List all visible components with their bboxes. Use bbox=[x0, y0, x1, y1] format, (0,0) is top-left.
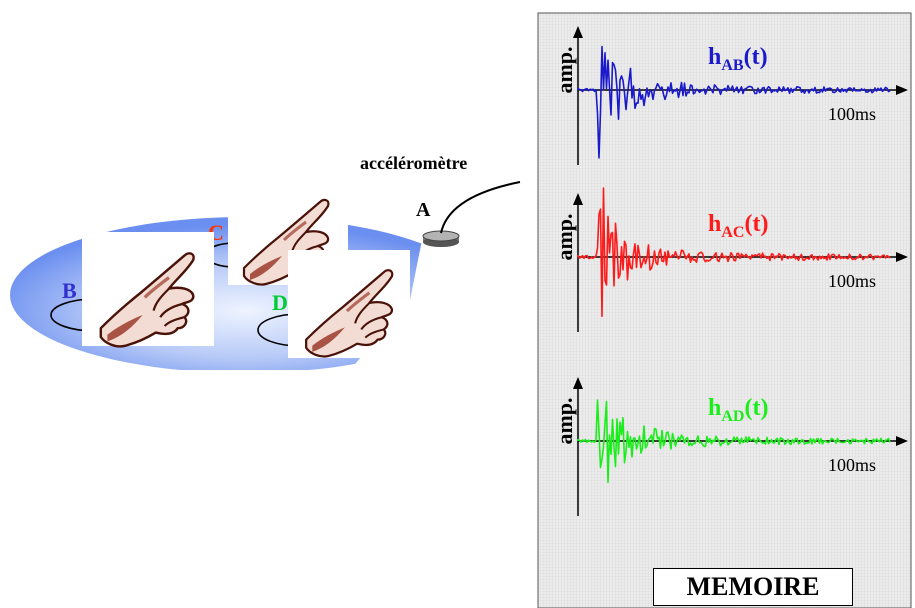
y-axis-label: amp. bbox=[552, 213, 577, 260]
y-axis-arrow bbox=[573, 377, 583, 389]
memory-panel bbox=[537, 12, 912, 608]
response-signal bbox=[577, 45, 891, 159]
hand-image-b bbox=[82, 232, 214, 349]
x-axis-label: 100ms bbox=[828, 104, 876, 124]
response-plot-ac: amp. 100ms hAC(t) bbox=[552, 187, 908, 332]
memory-plots: amp. 100ms hAB(t) amp. 100ms hAC(t) amp. 100ms h… bbox=[552, 26, 908, 516]
response-signal bbox=[577, 187, 891, 317]
x-axis-arrow bbox=[896, 436, 908, 446]
sensor-point-label: A bbox=[416, 199, 431, 221]
point-label-b: B bbox=[62, 278, 77, 303]
y-axis-arrow bbox=[573, 26, 583, 38]
x-axis-label: 100ms bbox=[828, 455, 876, 475]
x-axis-arrow bbox=[896, 85, 908, 95]
response-title: hAB(t) bbox=[708, 44, 768, 74]
response-signal bbox=[577, 399, 891, 483]
memory-title: MEMOIRE bbox=[653, 568, 853, 606]
accelerometer-cable bbox=[440, 181, 521, 234]
y-axis-arrow bbox=[573, 193, 583, 205]
accelerometer-icon bbox=[422, 230, 460, 247]
response-title: hAC(t) bbox=[708, 211, 768, 241]
x-axis-arrow bbox=[896, 252, 908, 262]
accelerometer-label: accéléromètre bbox=[360, 153, 467, 173]
y-axis-label: amp. bbox=[552, 46, 577, 93]
point-label-d: D bbox=[272, 290, 288, 315]
y-axis-label: amp. bbox=[552, 397, 577, 444]
response-title: hAD(t) bbox=[708, 395, 768, 425]
hand-image-d bbox=[288, 250, 410, 359]
x-axis-label: 100ms bbox=[828, 271, 876, 291]
response-plot-ad: amp. 100ms hAD(t) bbox=[552, 377, 908, 516]
response-plot-ab: amp. 100ms hAB(t) bbox=[552, 26, 908, 165]
